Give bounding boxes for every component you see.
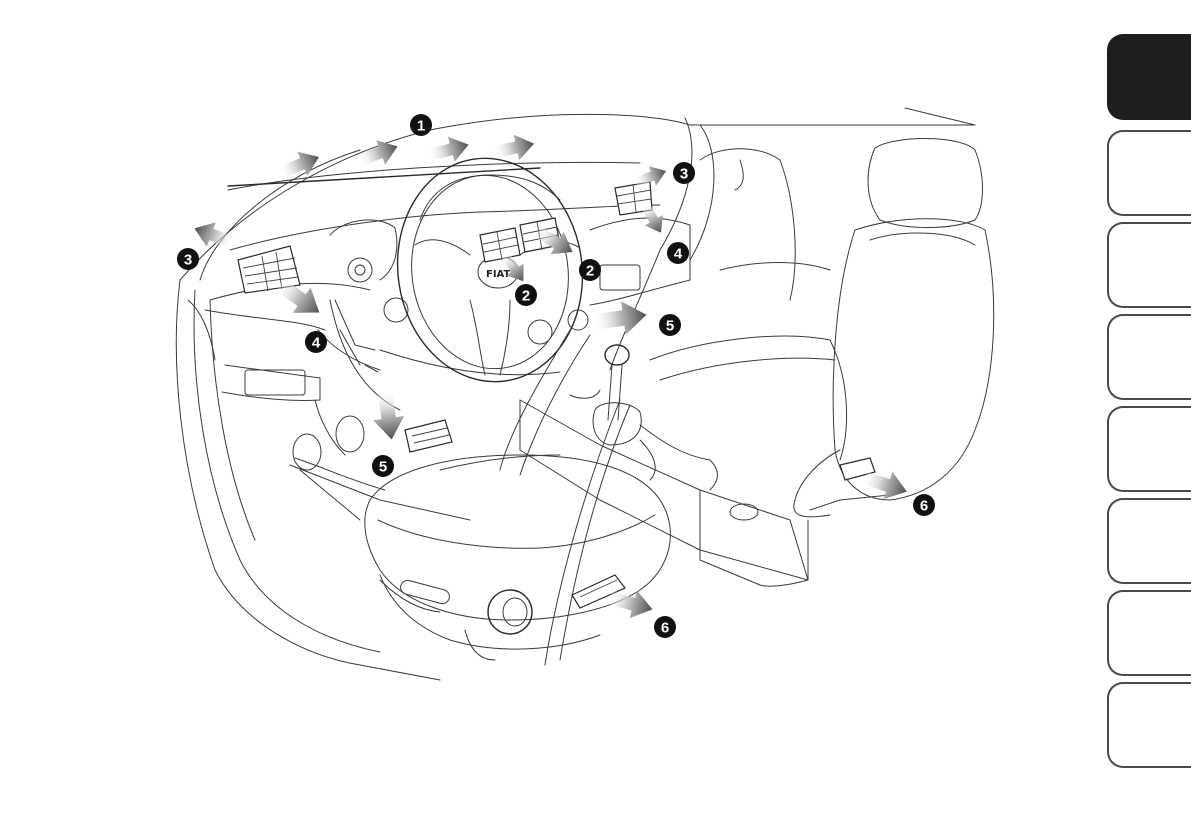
callout-6b-label: 6 — [661, 620, 669, 637]
thumb-tab-6[interactable] — [1107, 498, 1191, 584]
callout-3a: 3 — [177, 248, 199, 270]
passenger-seat — [650, 138, 994, 516]
steering-badge: FIAT — [486, 269, 511, 280]
callout-1-label: 1 — [417, 118, 425, 135]
thumb-tab-2[interactable] — [1107, 130, 1191, 216]
callout-5a: 5 — [659, 314, 681, 336]
thumb-tab-4[interactable] — [1107, 314, 1191, 400]
thumb-tab-1[interactable] — [1107, 34, 1191, 120]
thumb-tab-7[interactable] — [1107, 590, 1191, 676]
callout-3b-label: 3 — [680, 166, 688, 183]
driver-seat — [365, 330, 671, 665]
callout-1: 1 — [410, 114, 432, 136]
callout-2a: 2 — [579, 259, 601, 281]
callout-3b: 3 — [673, 162, 695, 184]
callout-6a: 6 — [913, 494, 935, 516]
callout-5b-label: 5 — [379, 459, 387, 476]
thumb-tab-8[interactable] — [1107, 682, 1191, 768]
thumb-tab-5[interactable] — [1107, 406, 1191, 492]
callout-2b-label: 2 — [522, 288, 530, 305]
callout-5a-label: 5 — [666, 318, 674, 335]
thumb-tab-3[interactable] — [1107, 222, 1191, 308]
steering-wheel: FIAT — [383, 146, 596, 393]
callout-2a-label: 2 — [586, 263, 594, 280]
callout-5b: 5 — [372, 455, 394, 477]
gear-shift-console — [520, 345, 808, 586]
callout-6a-label: 6 — [920, 498, 928, 515]
callout-3a-label: 3 — [184, 252, 192, 269]
airflow-arrows — [190, 131, 911, 623]
callout-4a-label: 4 — [312, 335, 321, 352]
callout-6b: 6 — [654, 616, 676, 638]
callout-4a: 4 — [305, 331, 327, 353]
callout-4b: 4 — [667, 242, 689, 264]
callout-2b: 2 — [515, 284, 537, 306]
callout-4b-label: 4 — [674, 246, 683, 263]
dashboard — [205, 205, 690, 410]
left-footwell-vent — [405, 420, 452, 452]
